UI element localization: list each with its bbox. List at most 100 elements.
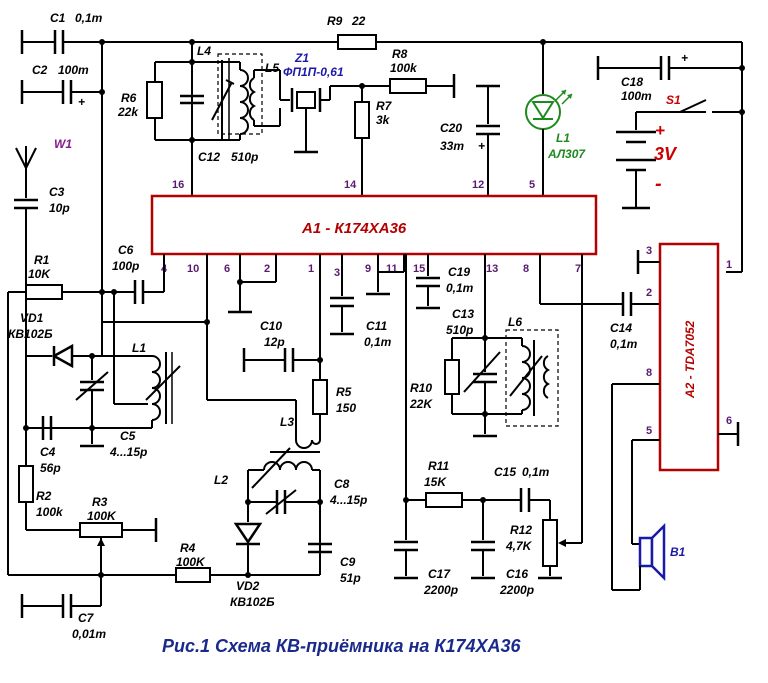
power-section: + C18 100m S1 + 3V - [596, 51, 745, 210]
c20-ref: C20 [440, 121, 462, 135]
w1-ref: W1 [54, 137, 72, 151]
r2-ref: R2 [36, 489, 52, 503]
c3-ref: C3 [49, 185, 65, 199]
vd2-value: КВ102Б [230, 595, 275, 609]
r6-value: 22k [117, 105, 139, 119]
c6-ref: C6 [118, 243, 134, 257]
vd1-ref: VD1 [20, 311, 44, 325]
a2-pin-1: 1 [726, 259, 732, 271]
r9-value: 22 [351, 14, 366, 28]
r3-ref: R3 [92, 495, 108, 509]
c10-ref: C10 [260, 319, 282, 333]
r9-ref: R9 [327, 14, 343, 28]
capacitor-c20: + C20 33m [440, 84, 500, 196]
c4-ref: C4 [40, 445, 56, 459]
c1-ref: C1 [50, 11, 66, 25]
c16-ref: C16 [506, 567, 528, 581]
capacitor-c2: + C2 100m [20, 63, 102, 109]
led-ref: L1 [556, 131, 570, 145]
c1-value: 0,1m [75, 11, 103, 25]
r10-value: 22K [409, 397, 433, 411]
c18-value: 100m [621, 89, 652, 103]
r8-value: 100k [390, 61, 418, 75]
audio-filter: R11 15K C17 2200p C16 2200p C15 0,1m R12 [394, 254, 583, 597]
a2-pin-8: 8 [646, 367, 652, 379]
c12-value: 510p [231, 150, 258, 164]
led-value: АЛ307 [547, 147, 586, 161]
c2-value: 100m [58, 63, 89, 77]
a1-pin-8: 8 [523, 263, 529, 275]
r11-ref: R11 [428, 459, 449, 473]
c6-value: 100p [112, 259, 139, 273]
c11-and-grounds: C11 0,1m [330, 254, 405, 349]
a2-pin-5: 5 [646, 425, 652, 437]
tank-l4-l5: L4 L5 R6 22k C12 510p [117, 42, 281, 196]
r5-value: 150 [336, 401, 356, 415]
a1-pin-11: 11 [386, 263, 398, 275]
r3-value: 100K [87, 509, 117, 523]
c18-ref: C18 [621, 75, 643, 89]
r5-ref: R5 [336, 385, 352, 399]
chip-pins-lower-left [102, 254, 297, 440]
c10-r5: C10 12p R5 150 [242, 254, 356, 440]
a1-pin-13: 13 [486, 263, 498, 275]
c14-value: 0,1m [610, 337, 638, 351]
chip-a1: A1 - К174ХА36 16 14 12 5 4 10 6 2 1 3 9 … [150, 179, 598, 279]
c16-value: 2200p [499, 583, 534, 597]
speaker-b1: B1 [638, 522, 686, 590]
r8-ref: R8 [392, 47, 408, 61]
r1-ref: R1 [34, 253, 50, 267]
a1-pin-12: 12 [472, 179, 484, 191]
c12-ref: C12 [198, 150, 220, 164]
battery-value: 3V [654, 144, 678, 164]
r6-ref: R6 [121, 91, 137, 105]
resistor-r1: R1 10K [7, 253, 105, 575]
c10-value: 12p [264, 335, 285, 349]
c3-value: 10p [49, 201, 70, 215]
r2-value: 100k [36, 505, 64, 519]
r1-value: 10K [28, 267, 51, 281]
c5-ref: C5 [120, 429, 136, 443]
c13-value: 510p [446, 323, 473, 337]
c8-value: 4...15p [329, 493, 367, 507]
c9-value: 51p [340, 571, 361, 585]
capacitor-c1: C1 0,1m [20, 11, 103, 54]
a1-pin-10: 10 [187, 263, 199, 275]
input-tank-l1: VD1 КВ102Б C5 4...15p L1 C4 56p [8, 240, 181, 475]
c15-ref: C15 [494, 465, 516, 479]
chip-a2: A2 - TDA7052 3 2 1 8 5 6 [611, 242, 740, 591]
r12-value: 4,7K [505, 539, 533, 553]
figure-caption: Рис.1 Схема КВ-приёмника на К174ХА36 [162, 636, 522, 656]
a2-pin-6: 6 [726, 415, 732, 427]
a1-pin-14: 14 [344, 179, 357, 191]
r4-ref: R4 [180, 541, 196, 555]
r10-ref: R10 [410, 381, 432, 395]
c20-plus: + [478, 139, 485, 153]
c13-ref: C13 [452, 307, 474, 321]
c17-ref: C17 [428, 567, 451, 581]
a1-pin-16: 16 [172, 179, 184, 191]
r7-ref: R7 [376, 99, 393, 113]
c11-value: 0,1m [364, 335, 392, 349]
battery-minus: - [655, 173, 662, 195]
a2-pin-3: 3 [646, 245, 652, 257]
a1-pin-9: 9 [365, 263, 371, 275]
c14-coupling: C14 0,1m [539, 254, 660, 351]
c5-value: 4...15p [109, 445, 147, 459]
c2-plus: + [78, 95, 85, 109]
if-tank-l6: C19 0,1m C13 510p R10 22K L6 [409, 254, 559, 438]
c17-value: 2200p [423, 583, 458, 597]
filter-z1: Z1 ФП1П-0,61 [280, 51, 390, 154]
z1-ref: Z1 [294, 51, 309, 65]
c9-ref: C9 [340, 555, 356, 569]
c19-ref: C19 [448, 265, 470, 279]
c20-value: 33m [440, 139, 464, 153]
l4-ref: L4 [197, 44, 211, 58]
a1-pin-6: 6 [224, 263, 230, 275]
c11-ref: C11 [366, 319, 387, 333]
battery-plus: + [655, 121, 665, 140]
l5-ref: L5 [265, 61, 279, 75]
a1-pin-3: 3 [334, 267, 340, 279]
l6-ref: L6 [508, 315, 522, 329]
antenna-w1: W1 C3 10p [14, 137, 72, 240]
